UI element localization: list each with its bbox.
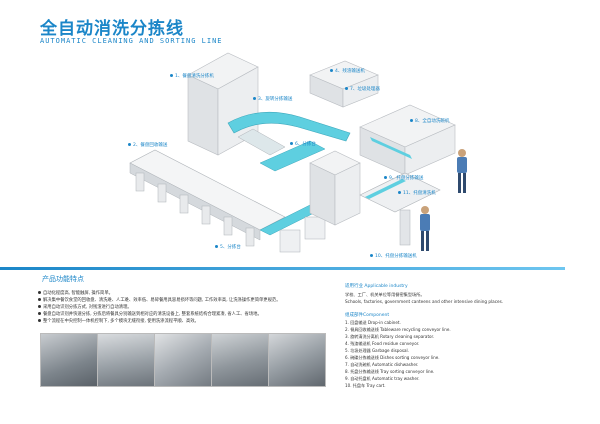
kitchen-photo — [211, 333, 269, 387]
components-title: 组成部件Component — [345, 313, 390, 318]
worker-figure — [457, 149, 467, 193]
sorting-cabinets — [309, 60, 379, 108]
automatic-dishwasher — [359, 104, 456, 176]
callout-6: 6、分拣台 — [290, 141, 316, 147]
kitchen-photo — [154, 333, 212, 387]
callout-2: 2、餐盘回收输送 — [128, 142, 167, 148]
industry-title: 适用行业 Applicable industry — [345, 284, 408, 289]
callout-10: 10、托盘分拣输送机 — [370, 253, 417, 259]
component-item: 5. 垃圾处理器 Garbage disposal. — [345, 348, 409, 353]
cleaning-line-illustration — [129, 52, 467, 253]
callout-5: 5、分拣台 — [215, 244, 241, 250]
component-item: 10. 托盘车 Tray cart. — [345, 383, 386, 388]
industry-line: Schools, factories, government canteens … — [345, 299, 504, 304]
component-item: 8. 托盘分拣输送线 Tray sorting conveyor line. — [345, 369, 435, 374]
worker-figure-2 — [420, 206, 430, 251]
kitchen-photo — [268, 333, 326, 387]
industry-line: 学校、工厂、机关单位等用餐密集型场所。 — [345, 292, 425, 297]
component-item: 7. 自动洗碗机 Automatic dishwasher. — [345, 362, 419, 367]
kitchen-photo — [97, 333, 155, 387]
feature-item: 自动化程度高, 智能触屏, 操作简单。 — [38, 290, 113, 296]
callout-8: 8、全自动洗碗机 — [410, 118, 449, 124]
page-subtitle: AUTOMATIC CLEANING AND SORTING LINE — [40, 37, 223, 45]
feature-item: 整个流程在中央控制一体机控制下, 多个模块无缝衔接, 使用洗涤流程平顺、高效。 — [38, 318, 199, 324]
feature-item: 餐盘自动识别并快速分拣, 分拣后将餐具分别输送到相对应的清洗设备上, 整套系统结… — [38, 311, 262, 317]
feature-item: 解决集中餐饮食堂的回收盘、清洗难、人工难、效率低、易碎餐用具容易损坏等问题, 工… — [38, 297, 281, 303]
page-title: 全自动消洗分拣线 — [40, 19, 184, 39]
callout-7: 7、垃圾处理器 — [345, 86, 380, 92]
kitchen-photo — [40, 333, 98, 387]
feature-item: 采用自动识别分拣方式, 对残渣进行自动清理。 — [38, 304, 132, 310]
section-divider — [0, 267, 565, 270]
callout-9: 9、托盘分拣输送 — [384, 175, 423, 181]
rotary-conveyor — [227, 111, 351, 172]
features-title: 产品功能特点 — [42, 275, 84, 283]
component-item: 4. 残渣输送机 Food residue conveyor. — [345, 341, 420, 346]
callout-11: 11、托盘清洗机 — [398, 190, 436, 196]
component-item: 2. 餐具回收输送线 Tableware recycling conveyor … — [345, 327, 451, 332]
sorting-tables — [129, 149, 341, 253]
callout-3: 3、旋转分拣输送 — [253, 96, 292, 102]
component-item: 3. 旋转清洗分离机 Rotary cleaning separator. — [345, 334, 435, 339]
callout-1: 1、餐盘清洗分拣机 — [170, 73, 214, 79]
component-item: 9. 自动托盘机 Automatic tray washer. — [345, 376, 420, 381]
component-item: 6. 碗碟分拣输送线 Dishes sorting conveyor line. — [345, 355, 440, 360]
component-item: 1. 回盘输送 Drop-in cabinet. — [345, 320, 401, 325]
callout-4: 4、残渣输送机 — [330, 68, 365, 74]
